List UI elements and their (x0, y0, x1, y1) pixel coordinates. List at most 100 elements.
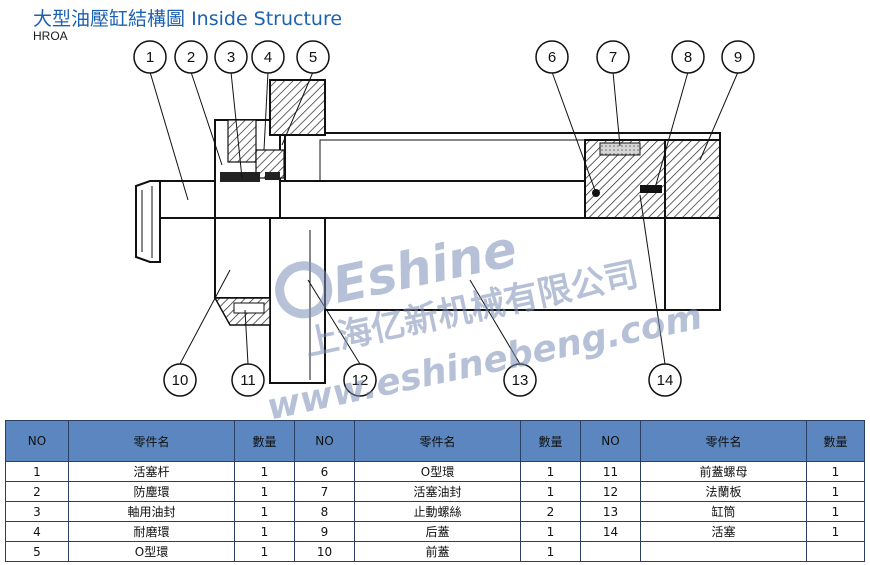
callout-14: 14 (648, 363, 682, 397)
col-header-quantity: 數量 (234, 420, 295, 462)
table-cell: 10 (294, 541, 355, 562)
callout-9: 9 (721, 40, 755, 74)
callout-12: 12 (343, 363, 377, 397)
col-header-no: NO (580, 420, 641, 462)
callout-5-label: 5 (309, 49, 317, 66)
callout-6: 6 (535, 40, 569, 74)
table-row: 4 耐磨環 1 9 后蓋 1 14 活塞 1 (5, 521, 865, 542)
table-cell: 7 (294, 481, 355, 502)
cylinder-structure-diagram: 1 2 3 4 5 6 7 8 9 10 11 12 13 14 Eshine … (133, 40, 755, 420)
table-cell: 軸用油封 (68, 501, 235, 522)
rear-cover (664, 139, 721, 311)
callout-8: 8 (671, 40, 705, 74)
table-cell: 6 (294, 461, 355, 482)
col-header-no: NO (5, 420, 69, 462)
table-row: 2 防塵環 1 7 活塞油封 1 12 法蘭板 1 (5, 481, 865, 502)
col-header-part-name: 零件名 (354, 420, 521, 462)
front-cover (214, 119, 285, 299)
callout-5: 5 (296, 40, 330, 74)
table-cell: 1 (5, 461, 69, 482)
callout-1: 1 (133, 40, 167, 74)
table-cell: 1 (806, 521, 865, 542)
leader-lines (149, 71, 739, 365)
callout-12-label: 12 (352, 372, 369, 389)
table-cell: 耐磨環 (68, 521, 235, 542)
callout-11: 11 (231, 363, 265, 397)
table-cell: O型環 (354, 461, 521, 482)
table-cell: 13 (580, 501, 641, 522)
callout-13: 13 (503, 363, 537, 397)
table-cell: 前蓋螺母 (640, 461, 807, 482)
table-cell: 1 (520, 461, 581, 482)
table-cell: 活塞 (640, 521, 807, 542)
table-row: 5 O型環 1 10 前蓋 1 (5, 541, 865, 562)
callout-7: 7 (596, 40, 630, 74)
col-header-part-name: 零件名 (640, 420, 807, 462)
table-cell: 1 (806, 501, 865, 522)
callout-1-label: 1 (146, 49, 154, 66)
table-cell: 1 (520, 521, 581, 542)
table-cell: 1 (234, 481, 295, 502)
table-cell: 防塵環 (68, 481, 235, 502)
table-cell: 活塞油封 (354, 481, 521, 502)
callout-7-label: 7 (609, 49, 617, 66)
table-cell (640, 541, 807, 562)
table-cell: 1 (234, 521, 295, 542)
callout-11-label: 11 (240, 372, 256, 389)
callout-3: 3 (214, 40, 248, 74)
table-cell: 止動螺絲 (354, 501, 521, 522)
table-cell: 2 (520, 501, 581, 522)
title-chinese: 大型油壓缸結構圖 (33, 8, 186, 30)
table-cell: 8 (294, 501, 355, 522)
col-header-no: NO (294, 420, 355, 462)
callout-10-label: 10 (172, 372, 189, 389)
callout-8-label: 8 (684, 49, 692, 66)
table-cell: 5 (5, 541, 69, 562)
table-cell: 3 (5, 501, 69, 522)
flange-plate (269, 79, 326, 384)
table-cell: 12 (580, 481, 641, 502)
table-cell: 1 (234, 541, 295, 562)
table-cell: 14 (580, 521, 641, 542)
page-title: 大型油壓缸結構圖 Inside Structure (33, 4, 342, 31)
callout-10: 10 (163, 363, 197, 397)
piston (584, 139, 666, 219)
table-cell: 1 (806, 461, 865, 482)
table-cell: 活塞杆 (68, 461, 235, 482)
table-cell: 缸筒 (640, 501, 807, 522)
callout-4-label: 4 (264, 49, 272, 66)
callout-6-label: 6 (548, 49, 556, 66)
table-cell: 1 (234, 461, 295, 482)
table-row: 3 軸用油封 1 8 止動螺絲 2 13 缸筒 1 (5, 501, 865, 522)
table-cell: 1 (234, 501, 295, 522)
table-cell: 1 (520, 481, 581, 502)
col-header-part-name: 零件名 (68, 420, 235, 462)
model-code: HROA (33, 29, 68, 43)
col-header-quantity: 數量 (520, 420, 581, 462)
callout-2-label: 2 (187, 49, 195, 66)
parts-table: NO 零件名 數量 NO 零件名 數量 NO 零件名 數量 1 活塞杆 1 6 … (5, 420, 865, 562)
table-cell: 法蘭板 (640, 481, 807, 502)
table-cell: O型環 (68, 541, 235, 562)
table-cell: 1 (520, 541, 581, 562)
table-cell: 4 (5, 521, 69, 542)
callout-14-label: 14 (657, 372, 674, 389)
callout-3-label: 3 (227, 49, 235, 66)
table-cell (580, 541, 641, 562)
callout-13-label: 13 (512, 372, 529, 389)
callout-4: 4 (251, 40, 285, 74)
table-cell: 9 (294, 521, 355, 542)
callout-9-label: 9 (734, 49, 742, 66)
table-cell: 前蓋 (354, 541, 521, 562)
table-cell: 1 (806, 481, 865, 502)
table-header-row: NO 零件名 數量 NO 零件名 數量 NO 零件名 數量 (5, 420, 865, 462)
table-cell: 2 (5, 481, 69, 502)
callout-2: 2 (174, 40, 208, 74)
col-header-quantity: 數量 (806, 420, 865, 462)
table-cell: 11 (580, 461, 641, 482)
title-english: Inside Structure (191, 8, 343, 30)
cap-nut (213, 297, 271, 326)
table-cell: 后蓋 (354, 521, 521, 542)
brand-logo-icon (275, 261, 333, 319)
table-cell (806, 541, 865, 562)
